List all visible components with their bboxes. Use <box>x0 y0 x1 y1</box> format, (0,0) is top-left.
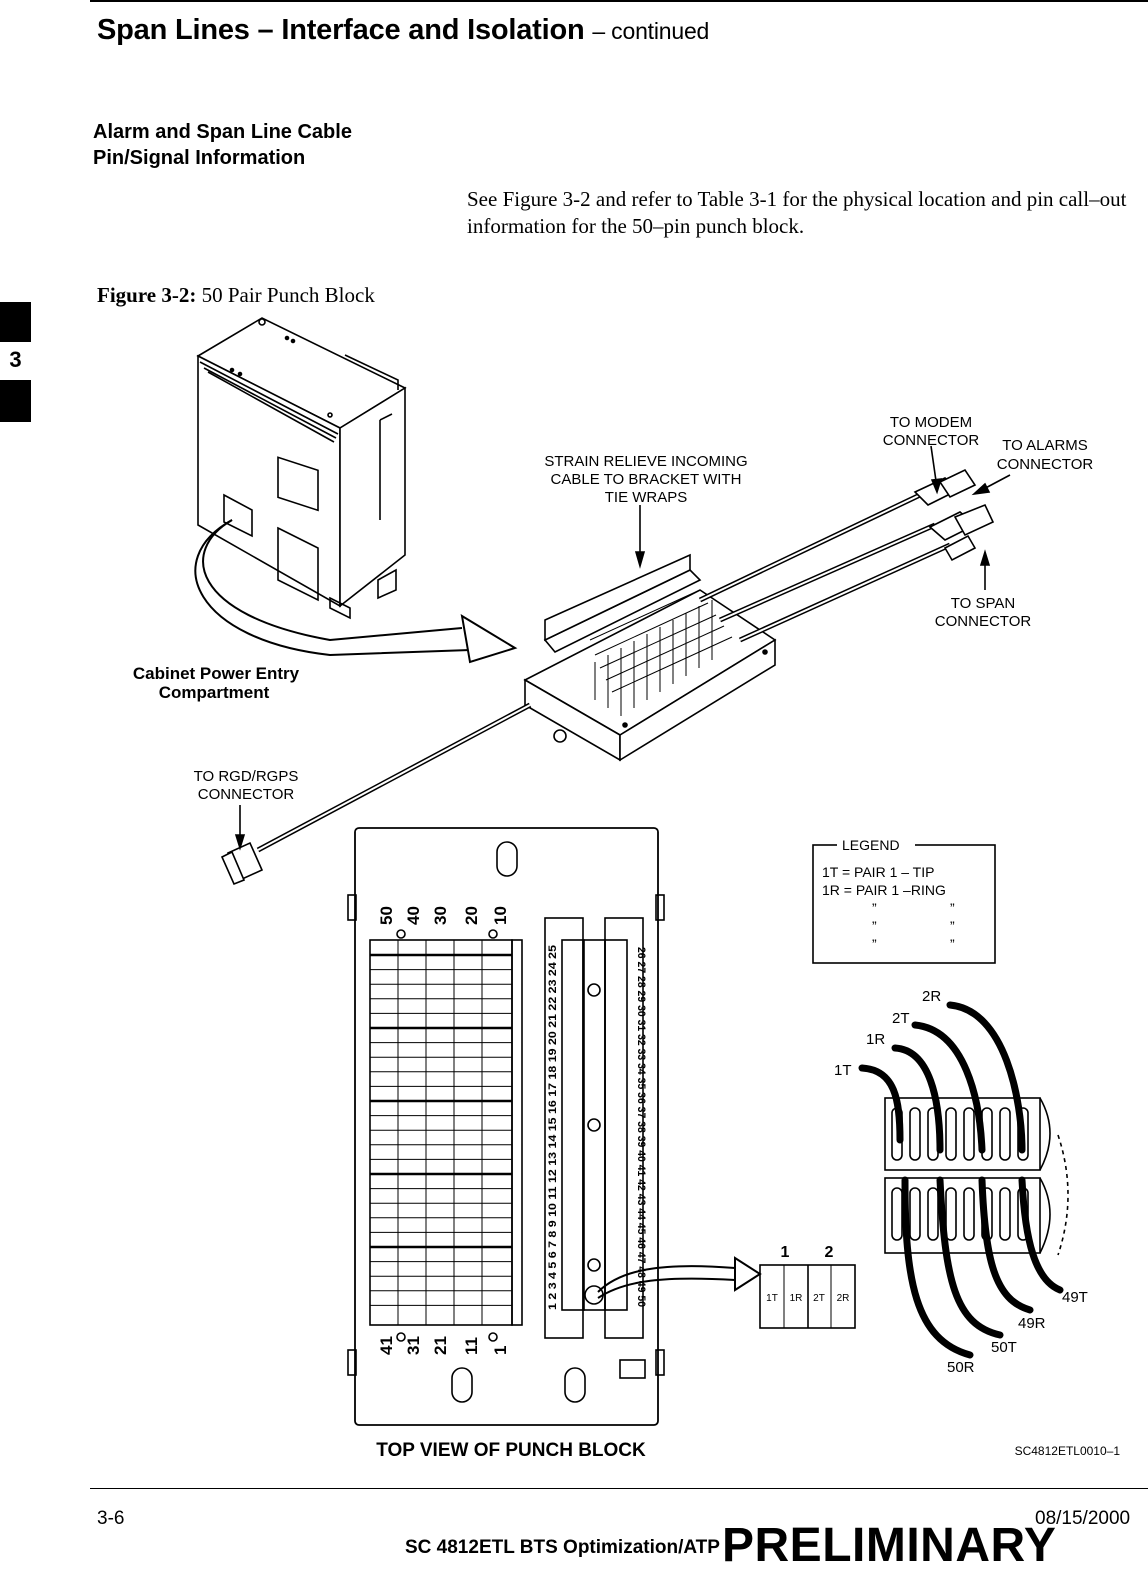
top-view-label: TOP VIEW OF PUNCH BLOCK <box>376 1440 646 1461</box>
connectors <box>913 468 995 562</box>
cabinet-illustration <box>196 317 407 620</box>
punch-block-top-view <box>347 827 665 1426</box>
terminal-slot <box>891 1187 903 1241</box>
terminal-slot <box>909 1187 921 1241</box>
footer-rule <box>90 1488 1148 1489</box>
terminal-slot <box>999 1187 1011 1241</box>
block-top-number: 20 <box>462 906 481 925</box>
terminal-slot <box>963 1107 975 1161</box>
page-header: Span Lines – Interface and Isolation – c… <box>97 14 709 47</box>
detail-cell-1r: 1R <box>790 1293 803 1304</box>
detail-cell-2t: 2T <box>813 1293 825 1304</box>
header-rule <box>90 0 1148 2</box>
detail-cell-1t: 1T <box>766 1293 778 1304</box>
section-heading: Alarm and Span Line Cable Pin/Signal Inf… <box>93 119 352 171</box>
wire-label-2r: 2R <box>922 988 941 1005</box>
wire-label-49t: 49T <box>1062 1289 1088 1306</box>
terminal-slot <box>909 1107 921 1161</box>
callout-strain-1: STRAIN RELIEVE INCOMING <box>544 453 747 470</box>
callout-rgd-2: CONNECTOR <box>198 786 295 803</box>
block-bottom-number: 11 <box>462 1337 481 1355</box>
legend-box <box>812 844 996 964</box>
detail-number-2: 2 <box>825 1244 834 1261</box>
wire-label-1r: 1R <box>866 1031 885 1048</box>
legend-ditto: ” <box>950 900 955 916</box>
page-header-title: Span Lines – Interface and Isolation <box>97 14 585 46</box>
callout-span-2: CONNECTOR <box>935 613 1032 630</box>
footer-date: 08/15/2000 <box>1035 1508 1131 1529</box>
block-bottom-number: 41 <box>377 1336 396 1355</box>
legend-ditto: ” <box>872 936 877 952</box>
figure-caption: Figure 3-2: 50 Pair Punch Block <box>97 283 375 308</box>
block-top-number: 10 <box>491 906 510 925</box>
callout-alarms-2: CONNECTOR <box>997 456 1094 473</box>
block-bottom-number: 1 <box>491 1346 510 1355</box>
section-heading-line1: Alarm and Span Line Cable <box>93 121 352 143</box>
wire-label-1t: 1T <box>834 1062 852 1079</box>
block-column-left-numbers: 1 2 3 4 5 6 7 8 9 10 11 12 13 14 15 16 1… <box>547 945 559 1310</box>
legend-ditto: ” <box>950 918 955 934</box>
page-header-suffix: – continued <box>592 18 710 44</box>
block-assembly <box>523 553 777 762</box>
callout-strain-2: CABLE TO BRACKET WITH <box>551 471 742 488</box>
footer-document-title: SC 4812ETL BTS Optimization/ATP <box>405 1537 720 1558</box>
figure-id: SC4812ETL0010–1 <box>1015 1444 1121 1458</box>
block-top-number: 50 <box>377 906 396 925</box>
legend-ditto: ” <box>872 900 877 916</box>
block-bottom-number: 31 <box>404 1336 423 1355</box>
legend-title: LEGEND <box>842 837 900 853</box>
figure-caption-text: 50 Pair Punch Block <box>201 283 375 307</box>
block-bottom-number: 21 <box>431 1336 450 1355</box>
callout-modem-2: CONNECTOR <box>883 432 980 449</box>
body-paragraph: See Figure 3-2 and refer to Table 3-1 fo… <box>467 187 1127 238</box>
block-column-right-numbers: 26 27 28 29 30 31 32 33 34 35 36 37 38 3… <box>635 947 647 1307</box>
terminal-strip-detail <box>884 1097 1069 1256</box>
wire-label-2t: 2T <box>892 1010 910 1027</box>
footer-preliminary-stamp: PRELIMINARY <box>722 1519 1057 1572</box>
callout-cabinet-2: Compartment <box>159 683 270 702</box>
callout-modem-1: TO MODEM <box>890 414 972 431</box>
terminal-slot <box>999 1107 1011 1161</box>
wire-label-49r: 49R <box>1018 1315 1046 1332</box>
terminal-slot <box>945 1107 957 1161</box>
legend-ditto: ” <box>950 936 955 952</box>
chapter-tab-bottom <box>0 380 31 422</box>
legend-ditto: ” <box>872 918 877 934</box>
section-heading-line2: Pin/Signal Information <box>93 147 306 169</box>
wire-label-50t: 50T <box>991 1339 1017 1356</box>
terminal-slot <box>927 1187 939 1241</box>
terminal-slot <box>945 1187 957 1241</box>
terminal-slot <box>963 1187 975 1241</box>
block-top-number: 30 <box>431 906 450 925</box>
block-top-number: 40 <box>404 906 423 925</box>
figure-caption-label: Figure 3-2: <box>97 283 197 307</box>
callout-strain-3: TIE WRAPS <box>605 489 688 506</box>
chapter-tab-top <box>0 302 31 342</box>
footer-page-number: 3-6 <box>97 1508 125 1529</box>
detail-number-1: 1 <box>781 1244 790 1261</box>
callout-alarms-1: TO ALARMS <box>1002 437 1088 454</box>
wire-label-50r: 50R <box>947 1359 975 1376</box>
callout-span-1: TO SPAN <box>951 595 1015 612</box>
legend-line-1: 1T = PAIR 1 – TIP <box>822 864 934 880</box>
callout-rgd-1: TO RGD/RGPS <box>194 768 299 785</box>
legend-line-2: 1R = PAIR 1 –RING <box>822 882 946 898</box>
detail-cell-2r: 2R <box>837 1293 850 1304</box>
callout-cabinet-1: Cabinet Power Entry <box>133 664 300 683</box>
